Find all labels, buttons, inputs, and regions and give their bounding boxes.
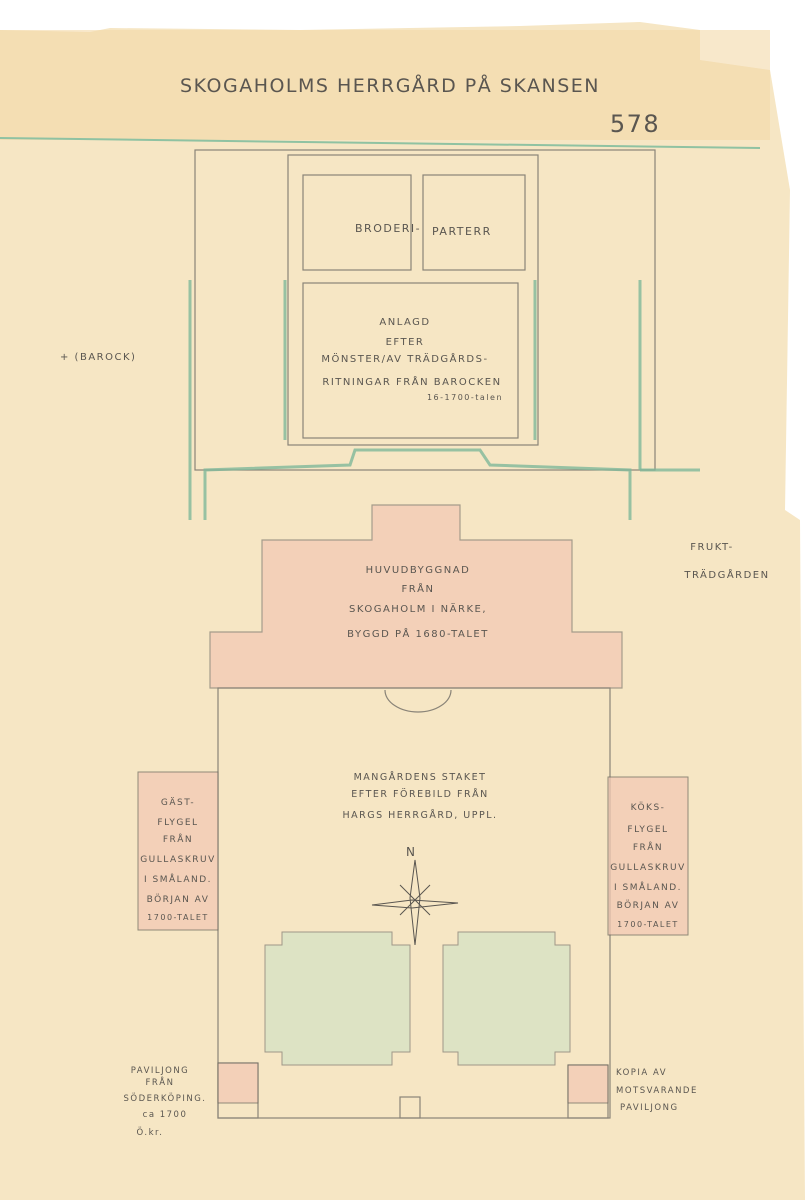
compass-rose-icon [371, 859, 459, 946]
orchard-label: TRÄDGÅRDEN [683, 568, 769, 581]
orchard-label: FRUKT- [690, 542, 734, 553]
label-line: FRÅN [163, 833, 193, 845]
label-line: KÖKS- [631, 802, 666, 813]
compass-north-label: N [406, 845, 416, 859]
note-line: MÖNSTER/AV TRÄDGÅRDS- [321, 352, 488, 365]
pavilion-right [567, 1064, 609, 1104]
lawn-right [442, 931, 571, 1066]
parterre-label-left: BRODERI- [355, 222, 421, 235]
label-line: I SMÅLAND. [144, 873, 212, 885]
note-line: EFTER FÖREBILD FRÅN [351, 788, 488, 800]
label-line: PAVILJONG [131, 1066, 190, 1076]
label-line: KOPIA AV [616, 1068, 667, 1078]
label-line: FLYGEL [627, 825, 668, 835]
drawing-title: SKOGAHOLMS HERRGÅRD PÅ SKANSEN [180, 74, 600, 97]
label-line: GÄST- [161, 797, 195, 808]
parterre-label-right: PARTERR [432, 225, 492, 238]
baroque-note: + (BAROCK) [60, 352, 136, 363]
label-line: FRÅN [146, 1076, 175, 1088]
label-line: FRÅN [401, 582, 434, 595]
label-line: BÖRJAN AV [617, 900, 680, 911]
note-line: EFTER [386, 337, 425, 348]
lawn-left [264, 931, 411, 1066]
label-line: 1700-TALET [147, 913, 209, 922]
label-line: HUVUDBYGGNAD [366, 565, 471, 576]
note-line: HARGS HERRGÅRD, UPPL. [342, 809, 497, 821]
label-line: SKOGAHOLM I NÄRKE, [349, 602, 487, 615]
garden-note: ANLAGD EFTER MÖNSTER/AV TRÄDGÅRDS- RITNI… [321, 317, 503, 402]
note-line: 16-1700-talen [427, 393, 503, 402]
label-line: GULLASKRUV [140, 855, 216, 865]
pavilion-left-label: PAVILJONG FRÅN SÖDERKÖPING. ca 1700 Ö.kr… [124, 1066, 207, 1138]
label-line: GULLASKRUV [610, 863, 686, 873]
pavilion-left [217, 1062, 259, 1104]
label-line: MOTSVARANDE [616, 1086, 698, 1096]
label-line: PAVILJONG [620, 1103, 679, 1113]
kitchen-wing [607, 776, 689, 936]
note-line: RITNINGAR FRÅN BAROCKEN [322, 375, 501, 388]
label-line: ca 1700 [143, 1110, 188, 1120]
label-line: FRÅN [633, 841, 663, 853]
sheet-number: 578 [610, 110, 660, 138]
label-line: Ö.kr. [137, 1127, 164, 1138]
garden-layout [188, 149, 700, 520]
gate-steps [399, 1096, 421, 1119]
main-building [209, 504, 623, 689]
note-line: ANLAGD [379, 317, 430, 328]
entrance-steps [384, 689, 452, 713]
note-line: MANGÅRDENS STAKET [354, 771, 487, 783]
label-line: BYGGD PÅ 1680-TALET [347, 627, 489, 640]
kitchen-wing-label: KÖKS- FLYGEL FRÅN GULLASKRUV I SMÅLAND. … [610, 802, 686, 929]
main-building-label: HUVUDBYGGNAD FRÅN SKOGAHOLM I NÄRKE, BYG… [347, 565, 489, 640]
fence-note: MANGÅRDENS STAKET EFTER FÖREBILD FRÅN HA… [342, 771, 497, 821]
label-line: I SMÅLAND. [614, 881, 682, 893]
label-line: 1700-TALET [617, 920, 679, 929]
guest-wing [137, 771, 219, 931]
guest-wing-label: GÄST- FLYGEL FRÅN GULLASKRUV I SMÅLAND. … [140, 797, 216, 922]
label-line: SÖDERKÖPING. [124, 1093, 207, 1104]
label-line: BÖRJAN AV [147, 894, 210, 905]
pavilion-right-label: KOPIA AV MOTSVARANDE PAVILJONG [616, 1068, 698, 1113]
label-line: FLYGEL [157, 818, 198, 828]
